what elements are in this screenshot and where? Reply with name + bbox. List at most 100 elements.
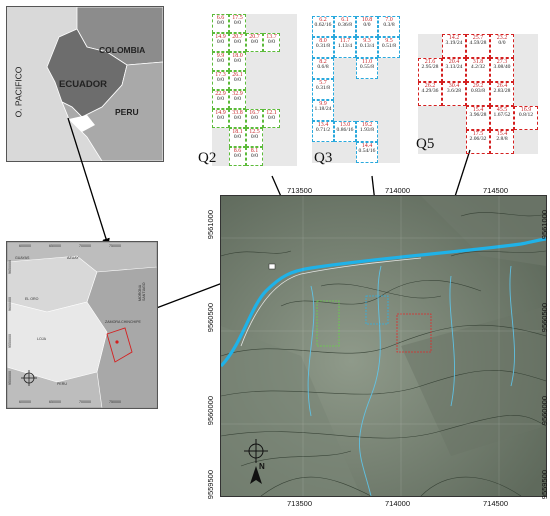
plot-cell-empty <box>378 121 400 142</box>
plot-cell-ratio: 2.06/32 <box>469 136 487 143</box>
plot-cell-ratio: 0.36/8 <box>337 22 353 29</box>
main-map-graphic <box>221 196 546 496</box>
plot-cell-value: 14.9 <box>215 110 226 116</box>
plot-cell-value: 10.8 <box>361 17 373 23</box>
plot-cell-empty <box>514 130 538 154</box>
plot-cell-empty <box>246 52 263 71</box>
main-x-tick: 714500 <box>483 499 509 508</box>
plot-cell-empty <box>212 128 229 147</box>
main-y-tick: 9560500 <box>206 303 215 333</box>
plot-cell-value: 13.0 <box>339 122 351 128</box>
plot-cell-empty <box>280 52 297 71</box>
country-inset-map: COLOMBIA ECUADOR PERU O. PACIFICO <box>6 6 164 162</box>
plot-cell-ratio: 2.8/8 <box>496 136 508 143</box>
main-y-tick: 9559500 <box>540 470 549 500</box>
plot-cell-empty <box>418 130 442 154</box>
plot-cell-value: 45.5 <box>496 107 508 113</box>
main-x-tick: 713500 <box>287 499 313 508</box>
plot-cell-ratio: 0/0 <box>233 77 242 84</box>
plot-cell-value: 25.7 <box>472 35 484 41</box>
plot-cell-empty <box>418 34 442 58</box>
main-x-tick: 714500 <box>483 186 509 195</box>
plot-cell-value: 33.8 <box>232 110 243 116</box>
plot-cell-empty <box>356 100 378 121</box>
main-x-tick: 713500 <box>287 186 313 195</box>
plot-cell-value: 30.4 <box>448 83 460 89</box>
plot-cell-value: 11.7 <box>339 38 351 44</box>
plot-cell-value: 20.4 <box>448 59 460 65</box>
main-x-tick: 714000 <box>385 499 411 508</box>
plot-cell-ratio: 0.71/2 <box>315 127 331 134</box>
plot-cell-ratio: 0/0 <box>216 20 225 27</box>
plot-cell-ratio: 0/0 <box>216 77 225 84</box>
plot-cell-ratio: 3.96/28 <box>469 112 487 119</box>
plot-cell-empty <box>212 147 229 166</box>
plot-cell-value: 26.2 <box>424 83 436 89</box>
plot-cell-empty <box>514 58 538 82</box>
plot-cell-empty <box>263 90 280 109</box>
country-label-colombia: COLOMBIA <box>99 45 146 55</box>
plot-cell-ratio: 0.83/8 <box>470 88 486 95</box>
plot-cell-empty <box>334 58 356 79</box>
plot-cell-value: 9.3 <box>363 38 371 44</box>
country-label-peru: PERU <box>115 107 139 117</box>
plot-cell-ratio: 4.59/28 <box>469 40 487 47</box>
plot-cell-ratio: 0/0 <box>233 153 242 160</box>
plot-cell-ratio: 0/0 <box>233 96 242 103</box>
plot-cell-value: 18.0 <box>232 53 243 59</box>
plot-cell-empty <box>246 14 263 33</box>
region-y-tick: 9500000 <box>8 371 12 385</box>
plot-cell-value: 20.7 <box>232 34 243 40</box>
plot-cell-ratio: 0/0 <box>216 96 225 103</box>
country-map-graphic <box>46 7 163 161</box>
region-x-tick: 650000 <box>49 400 61 404</box>
plot-cell-ratio: 0.62/16 <box>314 22 332 29</box>
plot-cell-ratio: 4.2/32 <box>470 64 486 71</box>
region-x-tick: 750000 <box>109 244 121 248</box>
compass-icon <box>21 370 37 386</box>
plot-cell-value: 13.7 <box>266 34 277 40</box>
plot-cell-ratio: 0/0 <box>250 134 259 141</box>
plot-cell-empty <box>263 147 280 166</box>
plot-cell-value: 18.1 <box>232 129 243 135</box>
plot-cell-value: 6.6 <box>216 15 225 21</box>
plot-cell-value: 29.2 <box>472 83 484 89</box>
plot-cell-ratio: 0.8/12 <box>518 112 534 119</box>
plot-cell-value: 26.1 <box>232 72 243 78</box>
plot-cell-value: 9.5 <box>385 38 393 44</box>
north-label: N <box>259 462 265 471</box>
plot-cell-value: 17.5 <box>472 131 484 137</box>
plot-cell-empty <box>312 142 334 163</box>
plot-cell-value: 14.9 <box>215 34 226 40</box>
plot-cell-ratio: 0/0 <box>250 115 259 122</box>
region-label-morona: MORONA SANTIAGO <box>138 282 146 301</box>
plot-cell-empty <box>280 14 297 33</box>
north-arrow: N <box>241 436 271 488</box>
plot-cell-ratio: 0.31/8 <box>315 85 331 92</box>
